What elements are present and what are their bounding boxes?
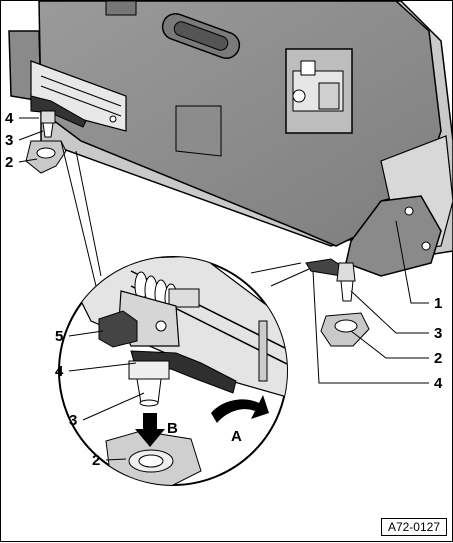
callout-right-2: 2 <box>434 350 442 367</box>
arrow-a-icon <box>211 395 269 423</box>
callout-detail-5: 5 <box>55 328 63 345</box>
callout-left-3: 3 <box>5 132 13 149</box>
detail-magnification <box>58 256 288 486</box>
callout-detail-4: 4 <box>55 363 64 380</box>
callout-right-4: 4 <box>434 375 443 392</box>
right-latch-assembly <box>305 258 370 347</box>
seat-backrest <box>38 1 453 277</box>
left-latch-assembly <box>8 30 127 174</box>
callout-left-2: 2 <box>5 154 13 171</box>
callout-detail-3: 3 <box>69 412 77 429</box>
figure-reference-code: A72-0127 <box>380 518 447 536</box>
arrow-a-label: A <box>231 428 242 445</box>
callout-detail-2: 2 <box>92 452 100 469</box>
callout-left-4: 4 <box>5 110 14 127</box>
arrow-b-label: B <box>167 420 178 437</box>
callout-right-1: 1 <box>434 295 442 312</box>
arrow-b-icon <box>135 413 165 447</box>
callout-right-3: 3 <box>434 325 442 342</box>
